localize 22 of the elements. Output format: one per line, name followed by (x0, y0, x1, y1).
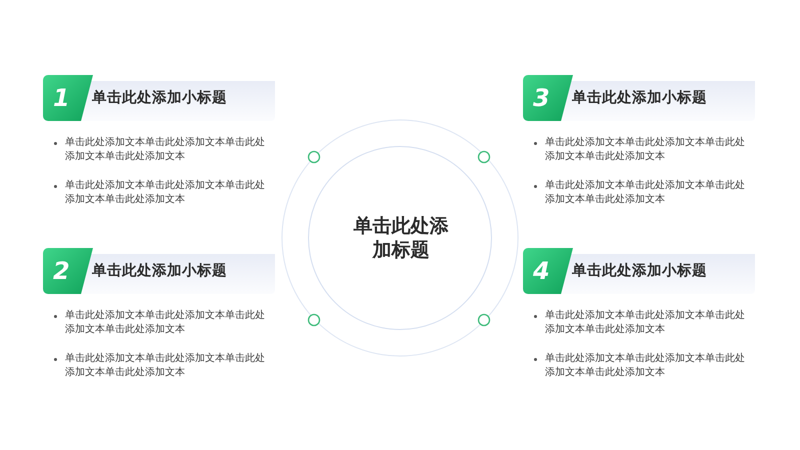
bullet-text: 单击此处添加文本单击此处添加文本单击此处添加文本单击此处添加文本 (43, 352, 265, 380)
bullet-text: 单击此处添加文本单击此处添加文本单击此处添加文本单击此处添加文本 (523, 179, 745, 207)
card-heading: 单击此处添加小标题 (572, 88, 707, 108)
bullet-text: 单击此处添加文本单击此处添加文本单击此处添加文本单击此处添加文本 (523, 352, 745, 380)
number-badge: 2 (43, 248, 93, 294)
card-heading: 单击此处添加小标题 (92, 262, 227, 281)
bullet-text: 单击此处添加文本单击此处添加文本单击此处添加文本单击此处添加文本 (43, 179, 265, 207)
bullet-text: 单击此处添加文本单击此处添加文本单击此处添加文本单击此处添加文本 (43, 136, 265, 164)
heading-card (523, 248, 755, 294)
bullet-text: 单击此处添加文本单击此处添加文本单击此处添加文本单击此处添加文本 (43, 309, 265, 337)
number-badge: 4 (523, 248, 573, 294)
center-circle (308, 146, 492, 330)
center-title: 单击此处添加标题 (352, 214, 450, 262)
card-heading: 单击此处添加小标题 (572, 262, 707, 281)
card-heading: 单击此处添加小标题 (92, 88, 227, 108)
bullet-text: 单击此处添加文本单击此处添加文本单击此处添加文本单击此处添加文本 (523, 136, 745, 164)
bullet-text: 单击此处添加文本单击此处添加文本单击此处添加文本单击此处添加文本 (523, 309, 745, 337)
heading-card (43, 248, 275, 294)
number-badge: 1 (43, 75, 93, 121)
heading-card (43, 75, 275, 121)
heading-card (523, 75, 755, 121)
number-badge: 3 (523, 75, 573, 121)
